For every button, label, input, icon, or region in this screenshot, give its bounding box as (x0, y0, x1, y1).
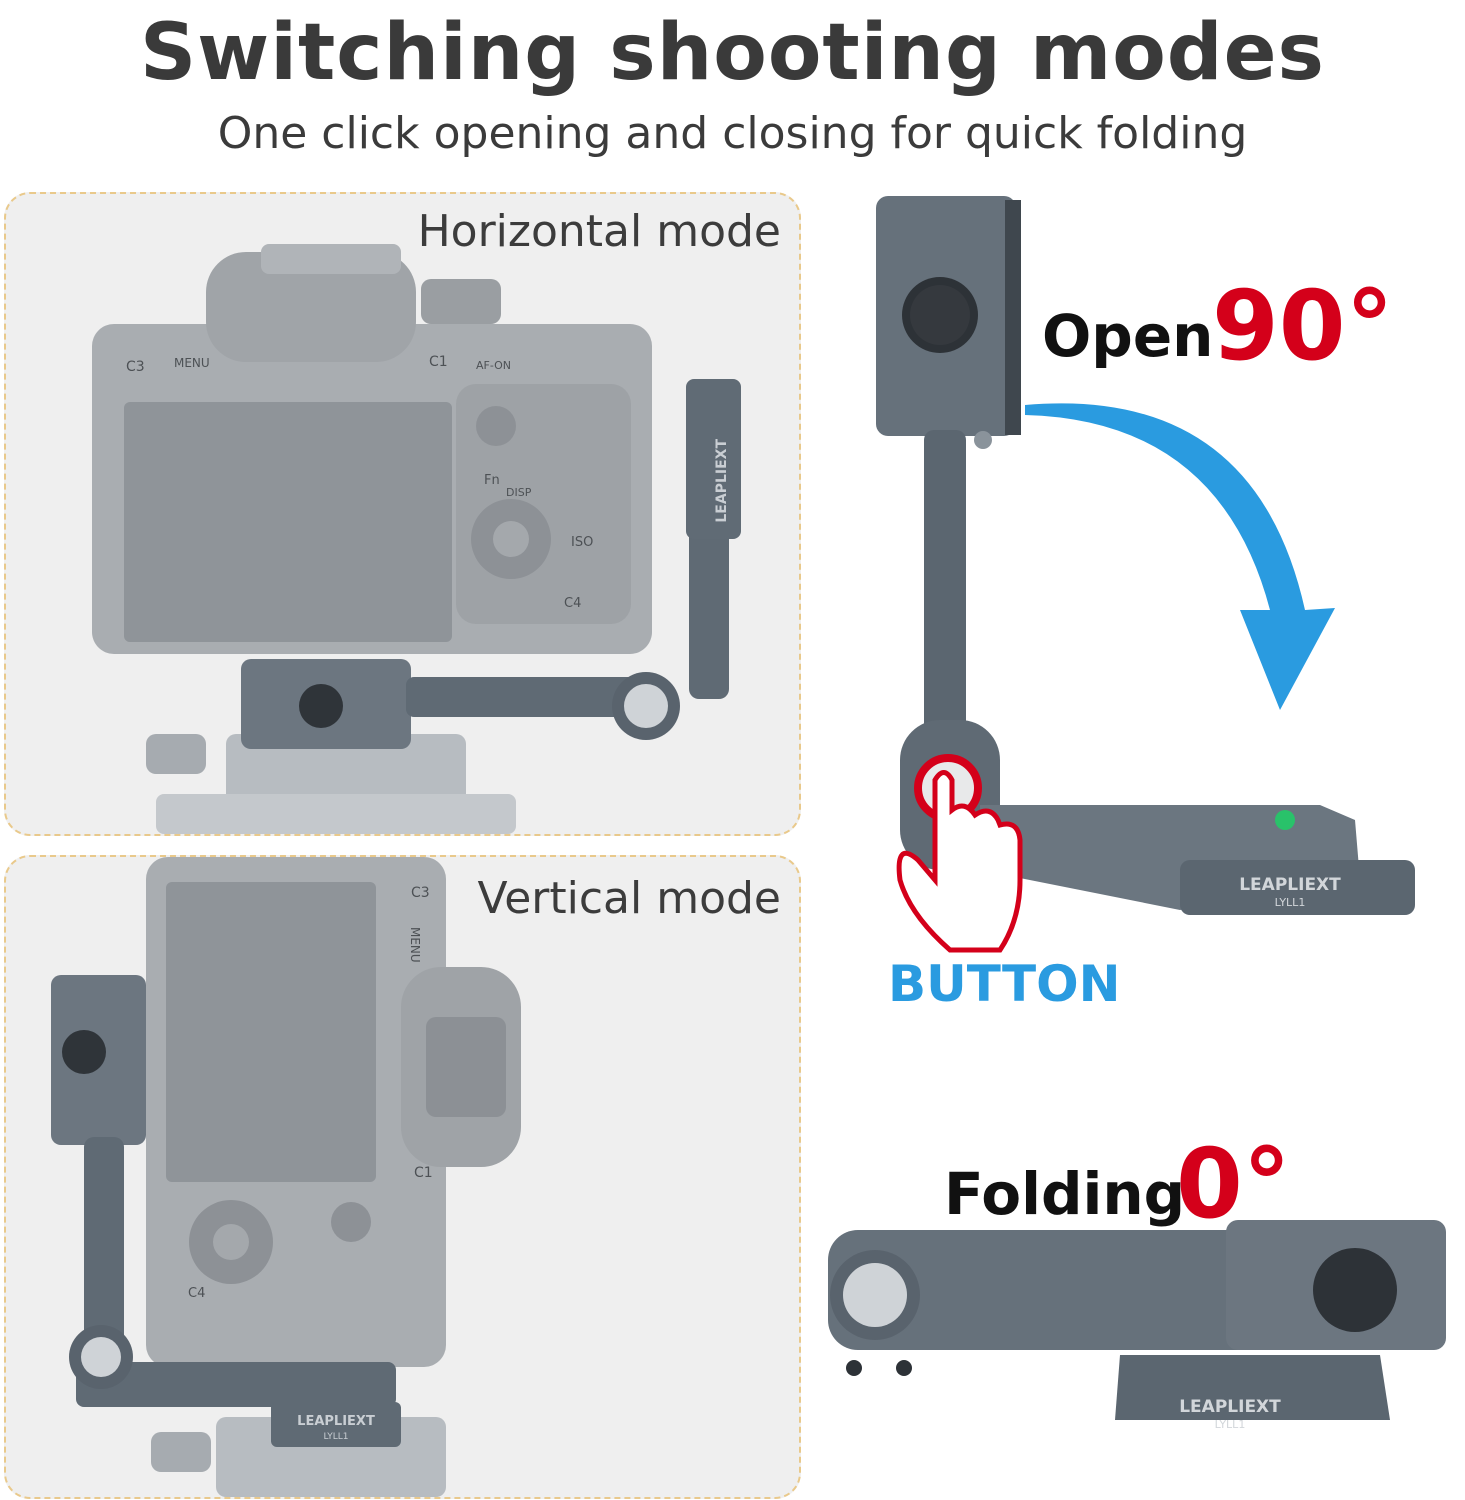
horizontal-mode-panel: C3 MENU C1 AF-ON Fn DISP ISO C4 LEAPLIEX… (4, 192, 801, 836)
button-label: BUTTON (888, 955, 1121, 1013)
c3-label: C3 (411, 885, 430, 901)
c4-label: C4 (564, 596, 581, 611)
c1-label: C1 (414, 1165, 433, 1181)
vertical-camera-illustration: C3 MENU C1 C4 LEAPLIEXT LYLL1 (51, 857, 521, 1497)
clamp-knob (299, 684, 343, 728)
open-bracket-upright (924, 430, 966, 810)
vertical-mode-label: Vertical mode (477, 873, 781, 924)
bracket-upright (84, 1137, 124, 1372)
open-brand-label: LEAPLIEXT (1239, 875, 1341, 895)
release-button (81, 1337, 121, 1377)
horizontal-mode-label: Horizontal mode (417, 206, 781, 257)
folding-label: Folding (944, 1160, 1186, 1228)
camera-screen (166, 882, 376, 1182)
bracket-arm (76, 1362, 396, 1407)
bracket-brand-label: LEAPLIEXT (714, 439, 730, 523)
open-degree: 90° (1212, 270, 1394, 382)
iso-label: ISO (571, 535, 593, 550)
horizontal-camera-illustration: C3 MENU C1 AF-ON Fn DISP ISO C4 LEAPLIEX… (92, 244, 741, 834)
open-label: Open (1042, 302, 1214, 370)
vertical-mode-panel: C3 MENU C1 C4 LEAPLIEXT LYLL1 Vertical m… (4, 855, 801, 1499)
release-button (624, 684, 668, 728)
c3-label: C3 (126, 359, 145, 375)
folded-bracket-arm (828, 1230, 1288, 1350)
bracket-model-label: LYLL1 (323, 1432, 348, 1442)
menu-label: MENU (174, 356, 210, 370)
bracket-arm (406, 677, 636, 717)
fn-label: Fn (484, 473, 500, 488)
menu-label: MENU (408, 927, 422, 963)
page-title: Switching shooting modes (140, 8, 1325, 98)
bubble-level (1275, 810, 1295, 830)
c1-label: C1 (429, 354, 448, 370)
rotate-arrow-icon (1025, 403, 1335, 710)
c4-label: C4 (188, 1286, 205, 1301)
folding-degree: 0° (1176, 1128, 1291, 1240)
afon-label: AF-ON (476, 359, 511, 372)
page-subtitle: One click opening and closing for quick … (217, 108, 1248, 159)
camera-viewfinder (206, 252, 416, 362)
disp-label: DISP (506, 486, 532, 499)
folded-clamp-knob (1313, 1248, 1397, 1332)
folded-brand-label: LEAPLIEXT (1179, 1397, 1281, 1417)
bracket-illustration: LEAPLIEXT LYLL1 LEAPLIEXT LYLL1 (828, 196, 1446, 1431)
clamp-knob (62, 1030, 106, 1074)
pointing-hand-icon (896, 770, 1023, 953)
folded-release-button (843, 1263, 907, 1327)
open-model-label: LYLL1 (1275, 896, 1306, 909)
folded-model-label: LYLL1 (1215, 1418, 1246, 1431)
folded-bracket-base (1115, 1355, 1390, 1420)
camera-screen (124, 402, 452, 642)
bracket-brand-label: LEAPLIEXT (297, 1414, 375, 1429)
